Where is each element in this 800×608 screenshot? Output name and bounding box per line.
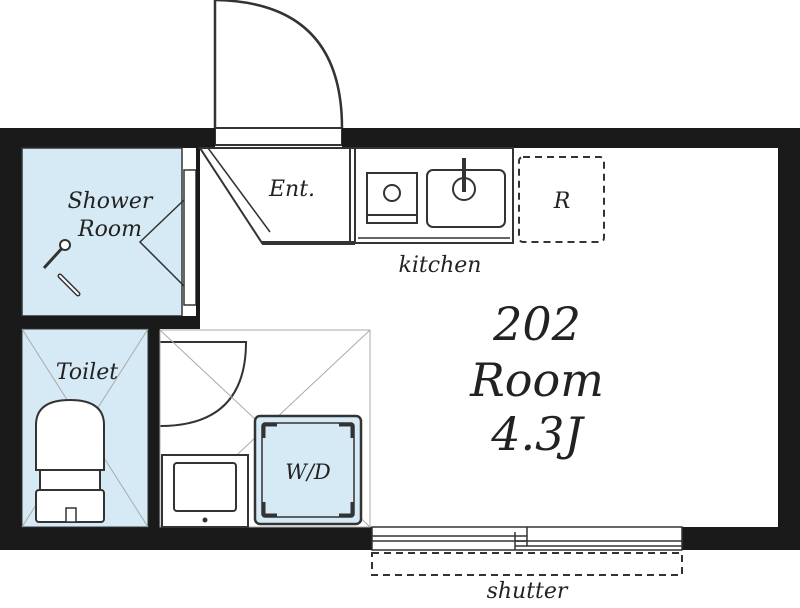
shower-label-line1: Shower [68,189,154,214]
refrigerator-label: R [553,189,571,214]
shower-faucet-icon [57,273,81,297]
sink-icon [426,158,506,228]
entrance-area [198,147,356,245]
inner-wall [148,329,160,527]
room-word: Room [469,353,604,407]
outer-walls [0,128,800,550]
room-number: 202 [492,297,581,351]
shower-head-icon [42,239,71,270]
toilet-label: Toilet [56,360,118,385]
shutter-label: shutter [487,579,569,604]
washbasin [161,454,249,528]
entrance-door[interactable] [213,0,344,146]
stove-icon [366,172,418,224]
balcony-window[interactable] [371,526,683,551]
toilet-door[interactable] [159,341,248,427]
room-size: 4.3J [490,407,585,461]
kitchen-label: kitchen [399,253,482,278]
inner-wall [22,316,197,329]
refrigerator-space [518,156,605,243]
shower-room [21,147,197,317]
shower-label-line2: Room [77,217,142,242]
toilet-icon [35,398,105,523]
kitchen-counter [354,147,514,244]
washer-label: W/D [285,460,331,484]
washer-dryer [253,414,363,526]
entrance-label: Ent. [268,177,315,202]
shutter-outline [371,552,683,576]
inner-wall [196,148,200,329]
toilet-room [21,328,149,528]
